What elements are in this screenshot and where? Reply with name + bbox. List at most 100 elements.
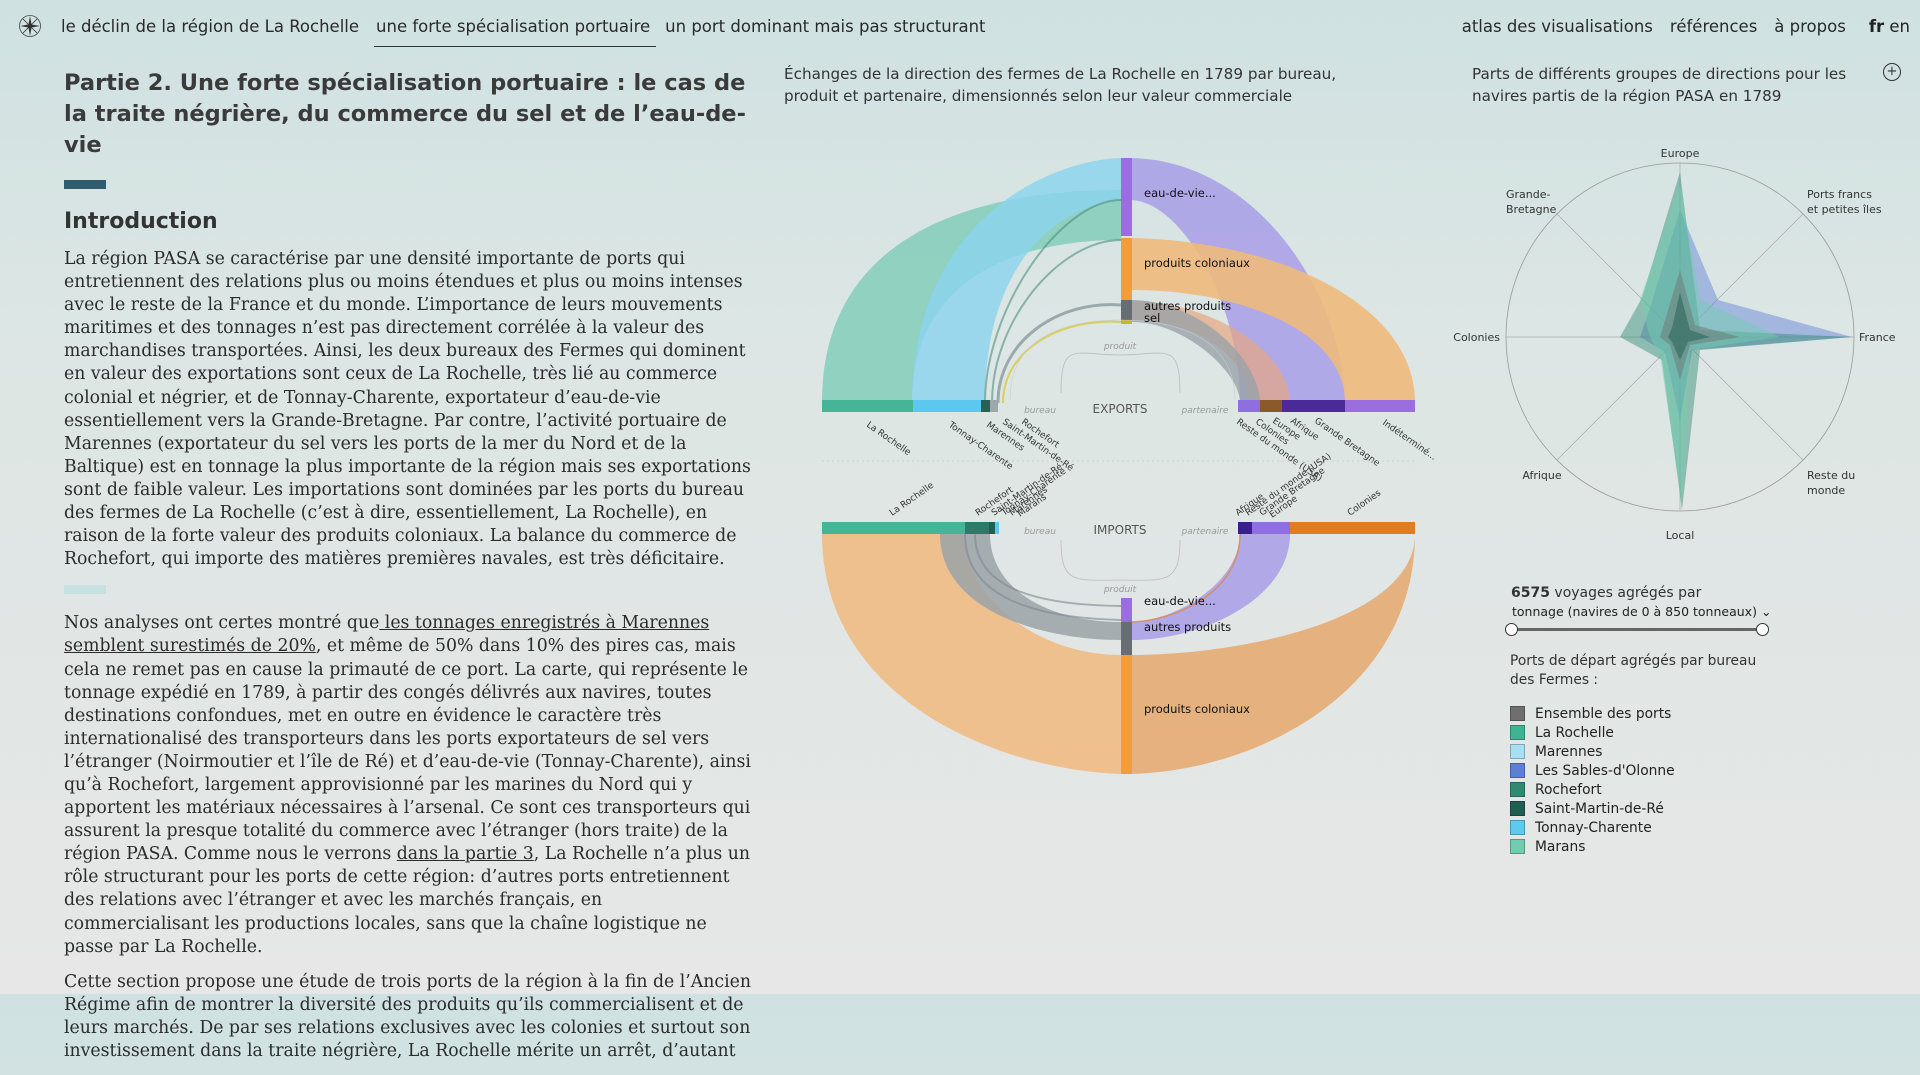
select-value: tonnage (navires de 0 à 850 tonneaux)	[1512, 604, 1757, 619]
import-axis-guides	[1060, 539, 1181, 581]
export-bureau-la-rochelle: La Rochelle	[864, 420, 912, 458]
legend-item[interactable]: Ensemble des ports	[1510, 704, 1675, 723]
legend-swatch	[1510, 801, 1525, 816]
import-bureau-la-rochelle: La Rochelle	[888, 480, 936, 518]
legend-label: Marans	[1535, 838, 1586, 855]
voyages-count: 6575 voyages agrégés par	[1511, 585, 1701, 601]
import-flows	[822, 533, 1415, 774]
radar-axis-france: France	[1859, 331, 1896, 344]
article: Partie 2. Une forte spécialisation portu…	[64, 68, 752, 1075]
alluvial-chart[interactable]: produit bureau partenaire EXPORTS eau-de…	[800, 140, 1450, 780]
export-product-autres: autres produits	[1144, 299, 1231, 313]
exports-label: EXPORTS	[1093, 402, 1148, 416]
tonnage-slider[interactable]	[1505, 623, 1769, 636]
nav-item-a-propos[interactable]: à propos	[1774, 17, 1846, 36]
language-switch: fr en	[1869, 17, 1910, 36]
imports-label: IMPORTS	[1094, 523, 1147, 537]
import-partner-colonies: Colonies	[1346, 488, 1383, 518]
chevron-down-icon: ⌄	[1760, 604, 1772, 619]
import-baseline	[822, 522, 1415, 534]
import-axis-produit: produit	[1103, 585, 1137, 595]
export-axis-guides	[1009, 319, 1236, 401]
export-product-sel: sel	[1144, 311, 1160, 325]
legend-item[interactable]: Les Sables-d'Olonne	[1510, 761, 1675, 780]
lang-en[interactable]: en	[1889, 17, 1910, 36]
export-flows	[822, 158, 1415, 404]
slider-handle-max[interactable]	[1756, 623, 1769, 636]
radar-polygons	[1620, 172, 1852, 510]
radar-axis-afrique: Afrique	[1522, 469, 1562, 482]
slider-track	[1510, 628, 1762, 631]
legend-label: Les Sables-d'Olonne	[1535, 762, 1675, 779]
link-marennes-tonnages[interactable]: les tonnages enregistrés à Marennes semb…	[64, 613, 710, 657]
legend-item[interactable]: Saint-Martin-de-Ré	[1510, 799, 1675, 818]
paragraph-2-mid: , et même de 50% dans 10% des pires cas,…	[64, 636, 751, 865]
legend-item[interactable]: La Rochelle	[1510, 723, 1675, 742]
export-product-bar	[1121, 158, 1132, 324]
intro-heading: Introduction	[64, 209, 218, 234]
import-axis-bureau: bureau	[1024, 527, 1056, 537]
paragraph-1: La région PASA se caractérise par une de…	[64, 249, 751, 570]
import-product-bar	[1121, 598, 1132, 774]
export-baseline	[822, 400, 1415, 412]
ports-label: Ports de départ agrégés par bureau des F…	[1510, 653, 1757, 688]
expand-icon[interactable]: +	[1883, 63, 1901, 81]
export-partner-indetermine: Indéterminé...	[1380, 417, 1438, 462]
voyages-number: 6575	[1511, 585, 1550, 601]
center-chart-title: Échanges de la direction des fermes de L…	[784, 65, 1337, 105]
export-axis-partenaire: partenaire	[1181, 406, 1229, 416]
paragraph-2-end: , La Rochelle n’a plus un rôle structura…	[64, 844, 750, 957]
radar-axis-europe: Europe	[1661, 147, 1700, 160]
paragraph-2-start: Nos analyses ont certes montré que	[64, 613, 380, 634]
link-partie-3[interactable]: dans la partie 3	[396, 844, 534, 865]
title-accent-bar	[64, 180, 106, 189]
paragraph-2: Nos analyses ont certes montré que les t…	[64, 612, 752, 958]
paragraph-3: Cette section propose une étude de trois…	[64, 971, 751, 1061]
compass-logo-icon[interactable]	[18, 14, 42, 38]
legend-label: Marennes	[1535, 743, 1603, 760]
voyages-label: voyages agrégés par	[1549, 585, 1702, 601]
nav-item-references[interactable]: références	[1669, 17, 1758, 36]
radar-axis-grande-bretagne: Grande-Bretagne	[1506, 188, 1557, 216]
import-axis-partenaire: partenaire	[1181, 527, 1229, 537]
radar-axis-colonies: Colonies	[1453, 331, 1500, 344]
radar-title: Parts de différents groupes de direction…	[1472, 65, 1847, 105]
legend-label: La Rochelle	[1535, 724, 1614, 741]
nav-item-port-dominant[interactable]: un port dominant mais pas structurant	[665, 17, 986, 36]
top-nav: le déclin de la région de La Rochelle un…	[0, 0, 1920, 54]
legend-swatch	[1510, 744, 1525, 759]
export-product-coloniaux: produits coloniaux	[1144, 256, 1250, 270]
legend-label: Rochefort	[1535, 781, 1602, 798]
legend-item[interactable]: Rochefort	[1510, 780, 1675, 799]
nav-item-declin[interactable]: le déclin de la région de La Rochelle	[61, 17, 360, 36]
export-product-eau-de-vie: eau-de-vie...	[1144, 186, 1216, 200]
radar-axis-local: Local	[1666, 529, 1695, 542]
legend-item[interactable]: Tonnay-Charente	[1510, 818, 1675, 837]
legend-item[interactable]: Marennes	[1510, 742, 1675, 761]
page-title: Partie 2. Une forte spécialisation portu…	[64, 70, 746, 158]
nav-item-atlas[interactable]: atlas des visualisations	[1461, 17, 1653, 36]
legend-label: Saint-Martin-de-Ré	[1535, 800, 1664, 817]
section-separator	[64, 585, 106, 595]
export-axis-produit: produit	[1103, 342, 1137, 352]
import-product-coloniaux: produits coloniaux	[1144, 702, 1250, 716]
legend-swatch	[1510, 782, 1525, 797]
legend-item[interactable]: Marans	[1510, 837, 1675, 856]
import-product-autres: autres produits	[1144, 620, 1231, 634]
legend-label: Tonnay-Charente	[1535, 819, 1652, 836]
export-axis-bureau: bureau	[1024, 406, 1056, 416]
legend-swatch	[1510, 839, 1525, 854]
legend-swatch	[1510, 706, 1525, 721]
aggregation-select[interactable]: tonnage (navires de 0 à 850 tonneaux) ⌄	[1512, 604, 1771, 619]
lang-fr[interactable]: fr	[1868, 17, 1885, 36]
slider-handle-min[interactable]	[1505, 623, 1518, 636]
legend-label: Ensemble des ports	[1535, 705, 1672, 722]
nav-item-specialisation[interactable]: une forte spécialisation portuaire	[374, 17, 657, 47]
legend-swatch	[1510, 763, 1525, 778]
import-product-eau-de-vie: eau-de-vie...	[1144, 594, 1216, 608]
legend-swatch	[1510, 725, 1525, 740]
